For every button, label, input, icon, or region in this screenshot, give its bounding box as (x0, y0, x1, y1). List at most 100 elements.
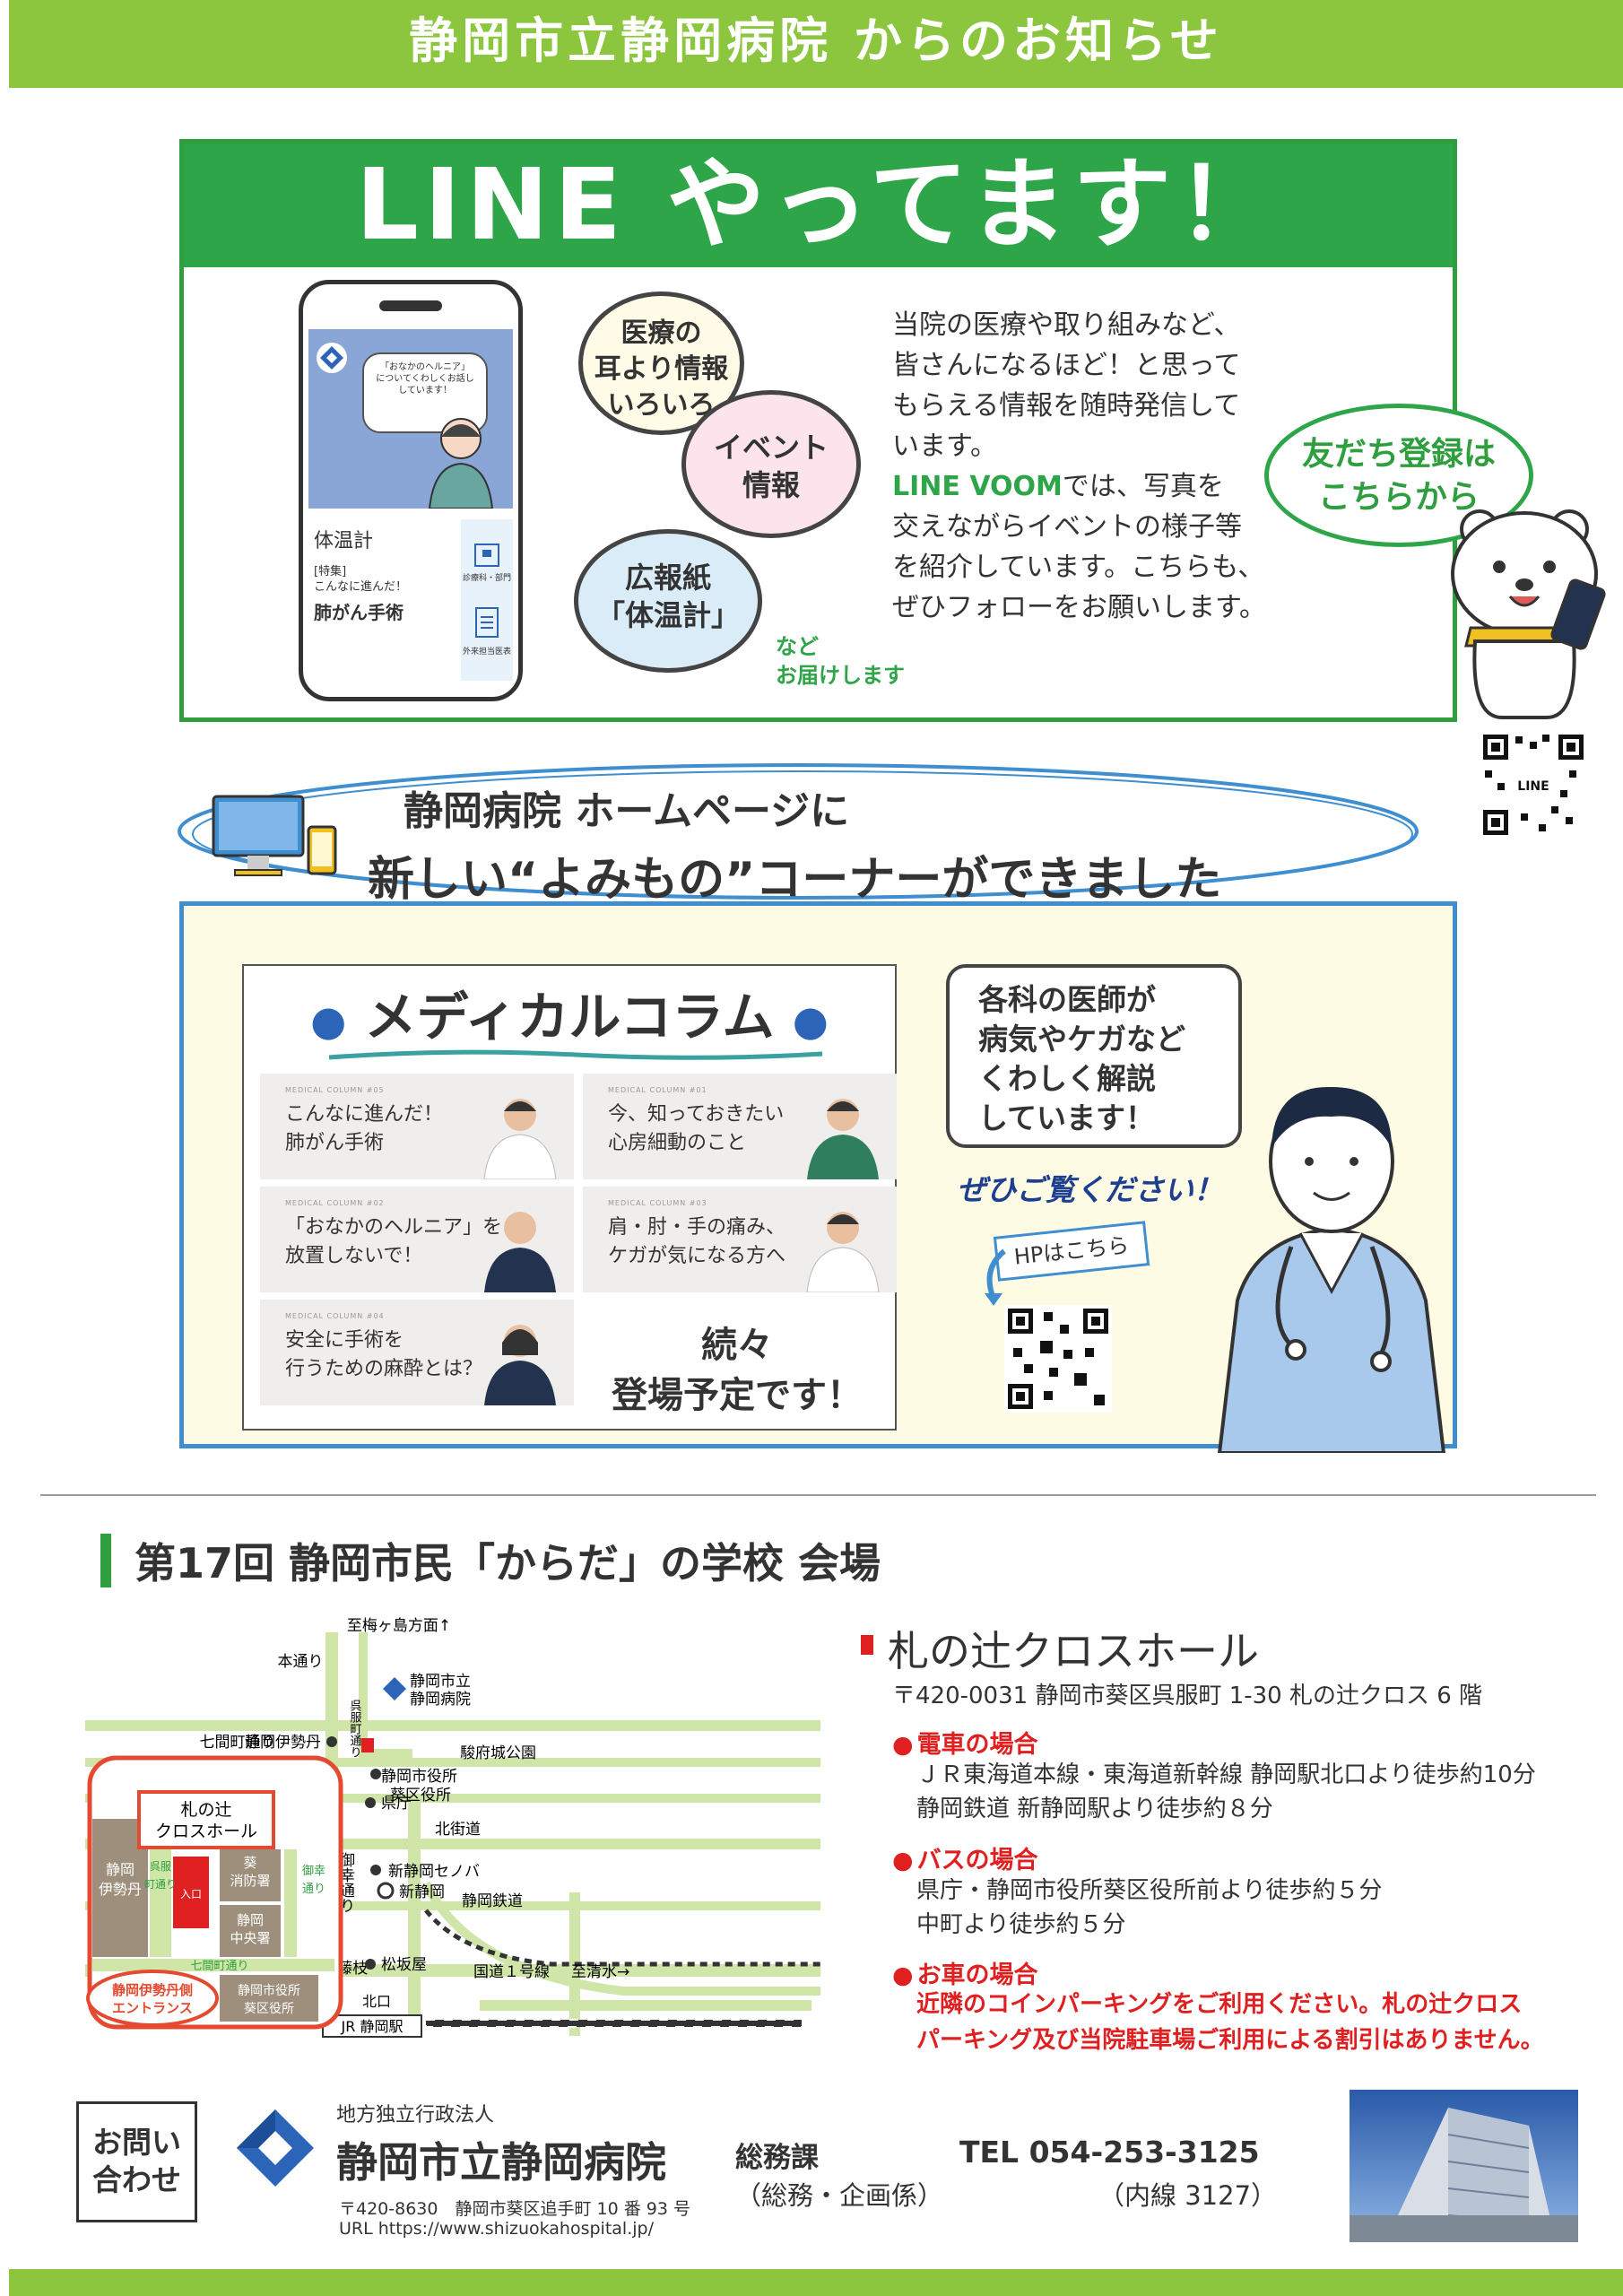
map-label: 呉服町通り (348, 1700, 362, 1758)
map-label: 新静岡セノバ (388, 1863, 480, 1881)
venue-address: 〒420-0031 静岡市葵区呉服町 1-30 札の辻クロス 6 階 (892, 1683, 1483, 1709)
inset-label: クロスホール (155, 1822, 257, 1841)
bottom-bar (9, 2269, 1623, 2296)
phone-speaker (379, 300, 442, 311)
computer-monitor-icon (212, 795, 337, 876)
inset-label: 伊勢丹 (99, 1881, 142, 1898)
line-voom-highlight: LINE VOOM (892, 471, 1063, 502)
contact-label-box: お問い 合わせ (76, 2101, 197, 2222)
doctor-photo-icon (484, 1212, 556, 1292)
phone-chat-screen: 「おなかのヘルニア」 についてくわしくお話し しています！ (308, 329, 513, 509)
column-card[interactable]: MEDICAL COLUMN #03 肩・肘・手の痛み、ケガが気になる方へ (583, 1187, 897, 1292)
inset-label: 葵 (243, 1855, 256, 1871)
friend-register-bubble: 友だち登録は こちらから (1264, 404, 1533, 547)
doctor-photo-icon (807, 1099, 879, 1179)
medical-column-panel[interactable]: ● メディカルコラム ● MEDICAL COLUMN #05 こんなに進んだ！… (242, 964, 897, 1431)
column-card[interactable]: MEDICAL COLUMN #05 こんなに進んだ！肺がん手術 (260, 1074, 574, 1179)
map-label: 静岡伊勢丹 (245, 1734, 321, 1752)
column-card[interactable]: MEDICAL COLUMN #02 「おなかのヘルニア」を放置しないで！ (260, 1187, 574, 1292)
hospital-name: 静岡市立静岡病院 (336, 2138, 666, 2187)
map-label: 葵区役所 (390, 1787, 451, 1805)
line-qr-code[interactable]: LINE (1480, 731, 1587, 839)
venue-name: 札の辻クロスホール (888, 1627, 1259, 1675)
hospital-logo-icon (317, 343, 347, 373)
bubble-event-info: イベント 情報 (681, 390, 861, 538)
arrow-down-icon (985, 1248, 1006, 1306)
inset-entrance-mark: 入口 (180, 1888, 202, 1900)
bubble-pr-magazine: 広報紙 「体温計」 (574, 529, 762, 673)
doctor-speech-bubble: 各科の医師が 病気やケガなど くわしく解説 しています！ (946, 964, 1242, 1148)
train-heading: 電車の場合 (892, 1725, 1038, 1760)
map-label: 県庁 (381, 1795, 412, 1813)
inset-label: 呉服 (150, 1860, 171, 1873)
banner-title: 静岡市立静岡病院 からのお知らせ (409, 13, 1223, 69)
hospital-url[interactable]: URL https://www.shizuokahospital.jp/ (339, 2219, 654, 2239)
title-underline (328, 1049, 823, 1060)
map-label: 七間町通り (200, 1734, 276, 1752)
magazine-preview: 体温計 [特集] こんなに進んだ！ 肺がん手術 診療科・部門 外来担当医表 (308, 519, 513, 681)
map-label: 新静岡 (399, 1883, 445, 1901)
hospital-building-photo (1350, 2090, 1578, 2242)
homepage-heading-1: 静岡病院 ホームページに (404, 788, 850, 834)
see-please-text: ぜひご覧ください！ (957, 1172, 1223, 1207)
inset-label: 七間町通り (190, 1960, 248, 1973)
bus-heading: バスの場合 (892, 1840, 1038, 1875)
train-directions: ＪＲ東海道本線・東海道新幹線 静岡駅北口より徒歩約10分 静岡鉄道 新静岡駅より… (916, 1761, 1536, 1822)
building-icon (474, 544, 499, 567)
venue-title-bar (100, 1534, 111, 1587)
map-label: 至清水→ (571, 1963, 629, 1981)
telephone-extension: （内線 3127） (1098, 2180, 1278, 2211)
homepage-qr-code[interactable] (1004, 1305, 1112, 1413)
homepage-ellipse-frame (178, 763, 1419, 900)
line-description: 当院の医療や取り組みなど、 皆さんになるほど！と思って もらえる情報を随時発信し… (892, 309, 1266, 623)
inset-label: 通り (302, 1883, 325, 1896)
inset-label: エントランス (112, 2000, 193, 2016)
column-card[interactable]: MEDICAL COLUMN #04 安全に手術を行うための麻酔とは？ (260, 1300, 574, 1405)
hospital-logo-icon (237, 2109, 314, 2187)
venue-marker-icon (861, 1635, 873, 1655)
department-section: （総務・企画係） (735, 2180, 944, 2211)
bear-mascot-icon (1451, 509, 1606, 719)
doctor-photo-icon (483, 1099, 557, 1179)
section-divider (40, 1494, 1596, 1496)
magazine-subtitle: [特集] こんなに進んだ！ (314, 565, 408, 594)
car-heading: お車の場合 (892, 1955, 1038, 1990)
venue-title: 第17回 静岡市民「からだ」の学校 会場 (135, 1539, 881, 1587)
inset-label: 中央署 (230, 1930, 270, 1946)
magazine-headline: 肺がん手術 (314, 602, 404, 623)
doctor-avatar-icon (428, 418, 494, 509)
map-label: 静岡市役所 (381, 1768, 457, 1786)
telephone-number[interactable]: TEL 054-253-3125 (959, 2135, 1260, 2170)
coming-soon-text: 続々 登場予定です！ (612, 1325, 863, 1416)
line-header: LINE やってます！ (184, 144, 1453, 267)
qr-line-label: LINE (1517, 779, 1549, 794)
map-label: JR 静岡駅 (341, 2018, 404, 2035)
map-label: 静岡鉄道 (462, 1892, 523, 1910)
doctor-photo-icon (806, 1212, 880, 1292)
map-label: 駿府城公園 (460, 1744, 536, 1762)
column-card[interactable]: MEDICAL COLUMN #01 今、知っておきたい心房細動のこと (583, 1074, 897, 1179)
inset-label: 御幸 (302, 1865, 325, 1878)
magazine-title: 体温計 (314, 530, 374, 552)
doctor-illustration (1217, 1086, 1446, 1453)
homepage-section: ● メディカルコラム ● MEDICAL COLUMN #05 こんなに進んだ！… (179, 901, 1457, 1453)
map-label: 松坂屋 (381, 1956, 427, 1974)
inset-label: 静岡伊勢丹側 (112, 1982, 193, 1998)
doctor-photo-icon (484, 1325, 556, 1405)
inset-label: 町通り (144, 1878, 177, 1891)
inset-label: 静岡 (237, 1912, 264, 1928)
hospital-kind: 地方独立行政法人 (336, 2104, 495, 2126)
car-notice: 近隣のコインパーキングをご利用ください。札の辻クロス パーキング及び当院駐車場ご… (916, 1991, 1544, 2054)
inset-label: 消防署 (230, 1873, 270, 1889)
map-label: 北口 (362, 1993, 391, 2010)
bus-directions: 県庁・静岡市役所葵区役所前より徒歩約５分 中町より徒歩約５分 (916, 1877, 1383, 1938)
inset-label: 札の辻 (180, 1800, 231, 1820)
map-label: 静岡市立 (410, 1673, 471, 1691)
homepage-heading-2: 新しい“よみもの”コーナーができました (368, 853, 1222, 907)
venue-map[interactable]: 至梅ヶ島方面↑ 本通り 七間町通り 静岡伊勢丹 呉服町通り 静岡市役所 葵区役所… (85, 1614, 829, 2054)
hospital-address: 〒420-8630 静岡市葵区追手町 10 番 93 号 (339, 2199, 690, 2219)
line-section: LINE やってます！ 「おなかのヘルニア」 についてくわしくお話し しています… (179, 139, 1587, 839)
map-label: 至梅ヶ島方面↑ (347, 1617, 451, 1635)
inset-label: 葵区役所 (244, 2002, 294, 2016)
hp-link-tag[interactable]: HPはこちら (993, 1221, 1150, 1282)
